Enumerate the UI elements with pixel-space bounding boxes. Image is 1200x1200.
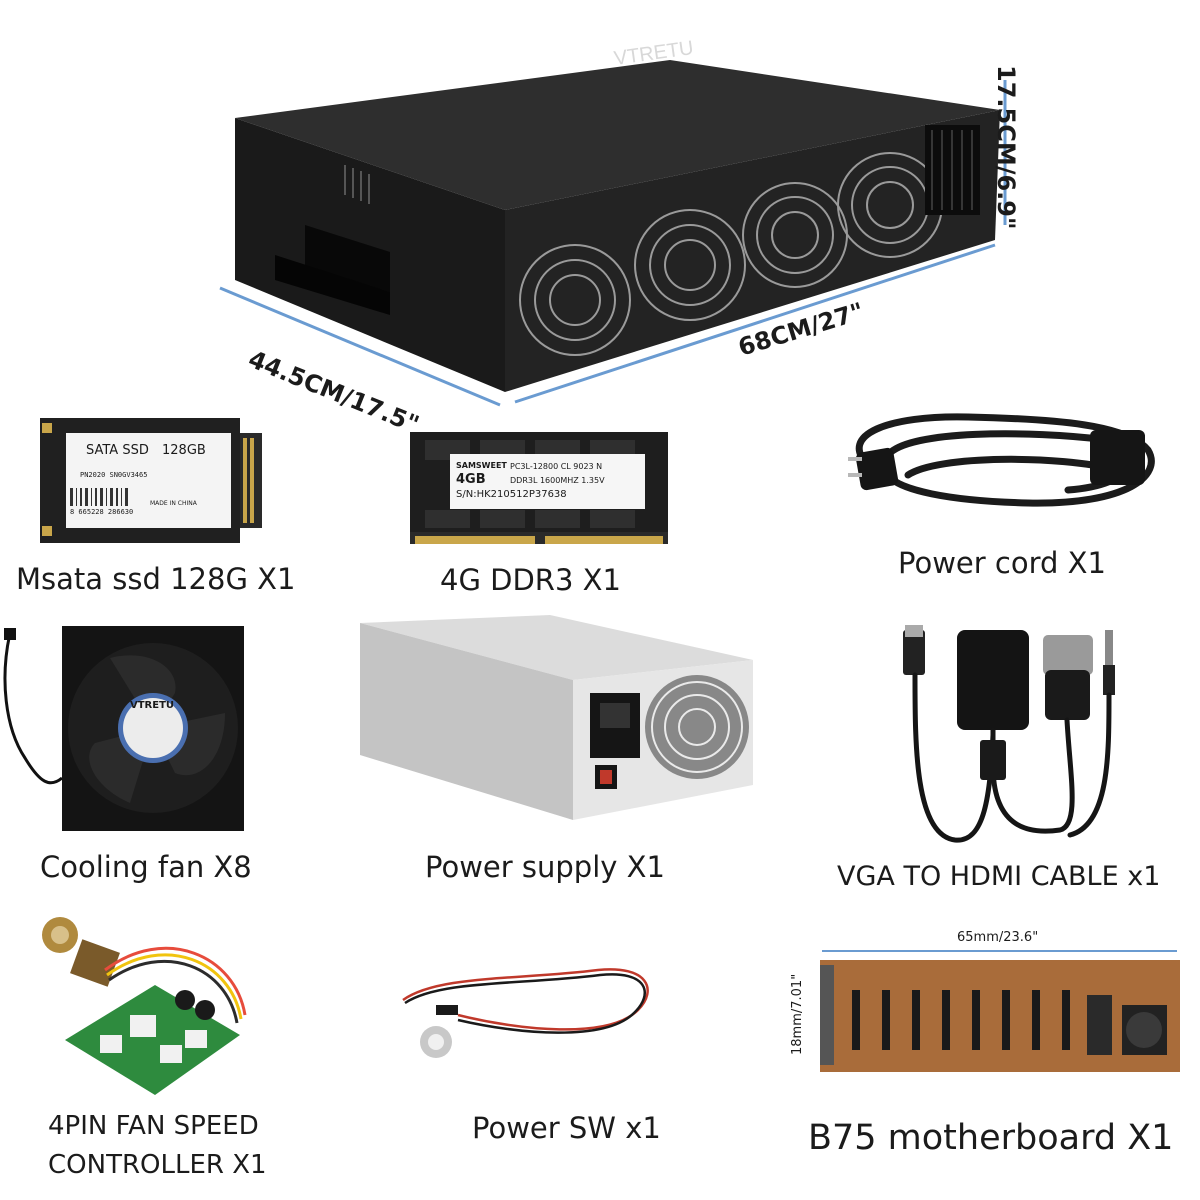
- fan-controller-image: [35, 915, 260, 1105]
- psu-caption: Power supply X1: [425, 850, 665, 884]
- vga-hdmi-cable-image: [895, 625, 1135, 850]
- ssd-code: PN2020 SN0GV3465: [80, 471, 148, 479]
- ram-caption: 4G DDR3 X1: [440, 563, 621, 597]
- ssd-barcode: 8 665228 286630: [70, 508, 134, 516]
- case-dim-height: 17.5CM/6.9": [992, 65, 1020, 230]
- ssd-made: MADE IN CHINA: [150, 500, 197, 507]
- controller-caption-line1: 4PIN FAN SPEED: [48, 1111, 259, 1141]
- ram-spec1: PC3L-12800 CL 9023 N: [510, 462, 603, 471]
- power-cord-image: [828, 395, 1173, 525]
- ram-serial: S/N:HK210512P37638: [456, 489, 567, 500]
- ssd-label-top: SATA SSD: [86, 443, 149, 458]
- fan-brand: VTRETU: [130, 700, 175, 711]
- ram-image: [410, 432, 668, 550]
- mining-case-image: VTRETU: [210, 30, 1010, 420]
- ssd-caption: Msata ssd 128G X1: [16, 562, 296, 596]
- power-switch-image: [398, 960, 663, 1065]
- cooling-fan-image: [0, 618, 250, 838]
- msata-ssd-image: [40, 418, 265, 543]
- vga-caption: VGA TO HDMI CABLE x1: [837, 861, 1161, 892]
- power-supply-image: [355, 615, 755, 820]
- motherboard-dim-height: 18mm/7.01": [790, 973, 805, 1055]
- controller-caption-line2: CONTROLLER X1: [48, 1150, 267, 1180]
- power-sw-caption: Power SW x1: [472, 1111, 661, 1145]
- motherboard-image: [812, 945, 1187, 1077]
- motherboard-dim-width: 65mm/23.6": [957, 930, 1039, 945]
- ssd-capacity: 128GB: [162, 443, 206, 458]
- ram-spec2: DDR3L 1600MHZ 1.35V: [510, 476, 605, 485]
- fan-caption: Cooling fan X8: [40, 850, 252, 884]
- power-cord-caption: Power cord X1: [898, 546, 1106, 580]
- ram-size: 4GB: [456, 472, 486, 487]
- ram-brand: SAMSWEET: [456, 461, 507, 470]
- motherboard-caption: B75 motherboard X1: [808, 1118, 1174, 1158]
